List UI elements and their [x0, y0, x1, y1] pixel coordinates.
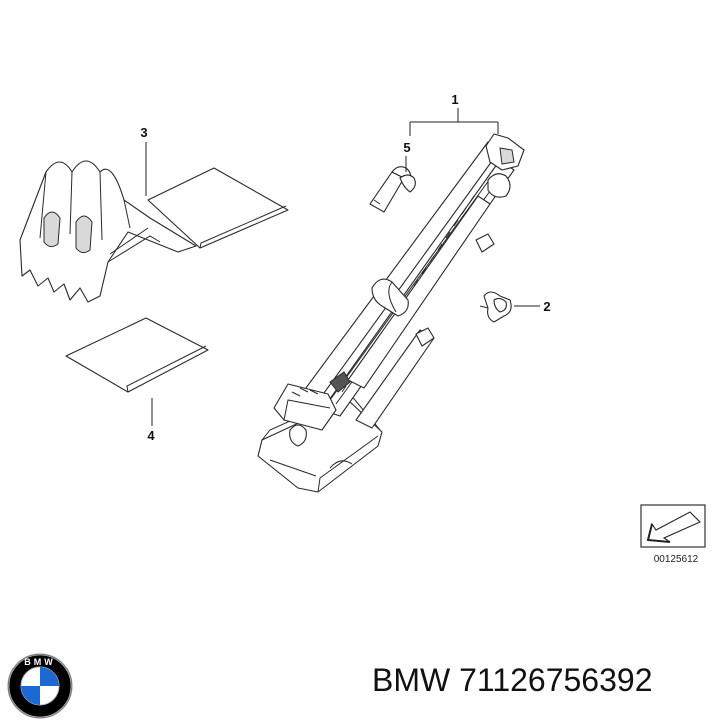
figure-code: 00125612 — [654, 554, 699, 565]
logo-text: BMW — [24, 657, 56, 667]
callout-3: 3 — [140, 125, 147, 140]
caption-part-number: 71126756392 — [459, 662, 653, 698]
part-1-scissor-jack — [257, 133, 525, 493]
callout-5: 5 — [403, 140, 410, 155]
callout-1: 1 — [451, 92, 458, 107]
callout-2: 2 — [543, 299, 550, 314]
part-5-bolt — [369, 166, 416, 213]
leader-lines — [145, 108, 540, 426]
caption-brand: BMW — [372, 662, 451, 698]
part-4-flat-pad — [65, 317, 209, 393]
part-2-wing-nut — [479, 291, 512, 323]
part-3-foam-holder — [19, 160, 289, 303]
caption: BMW 71126756392 — [372, 662, 652, 699]
orientation-arrow-box — [640, 504, 706, 548]
callout-4: 4 — [147, 428, 155, 443]
bmw-logo: BMW — [7, 653, 73, 719]
